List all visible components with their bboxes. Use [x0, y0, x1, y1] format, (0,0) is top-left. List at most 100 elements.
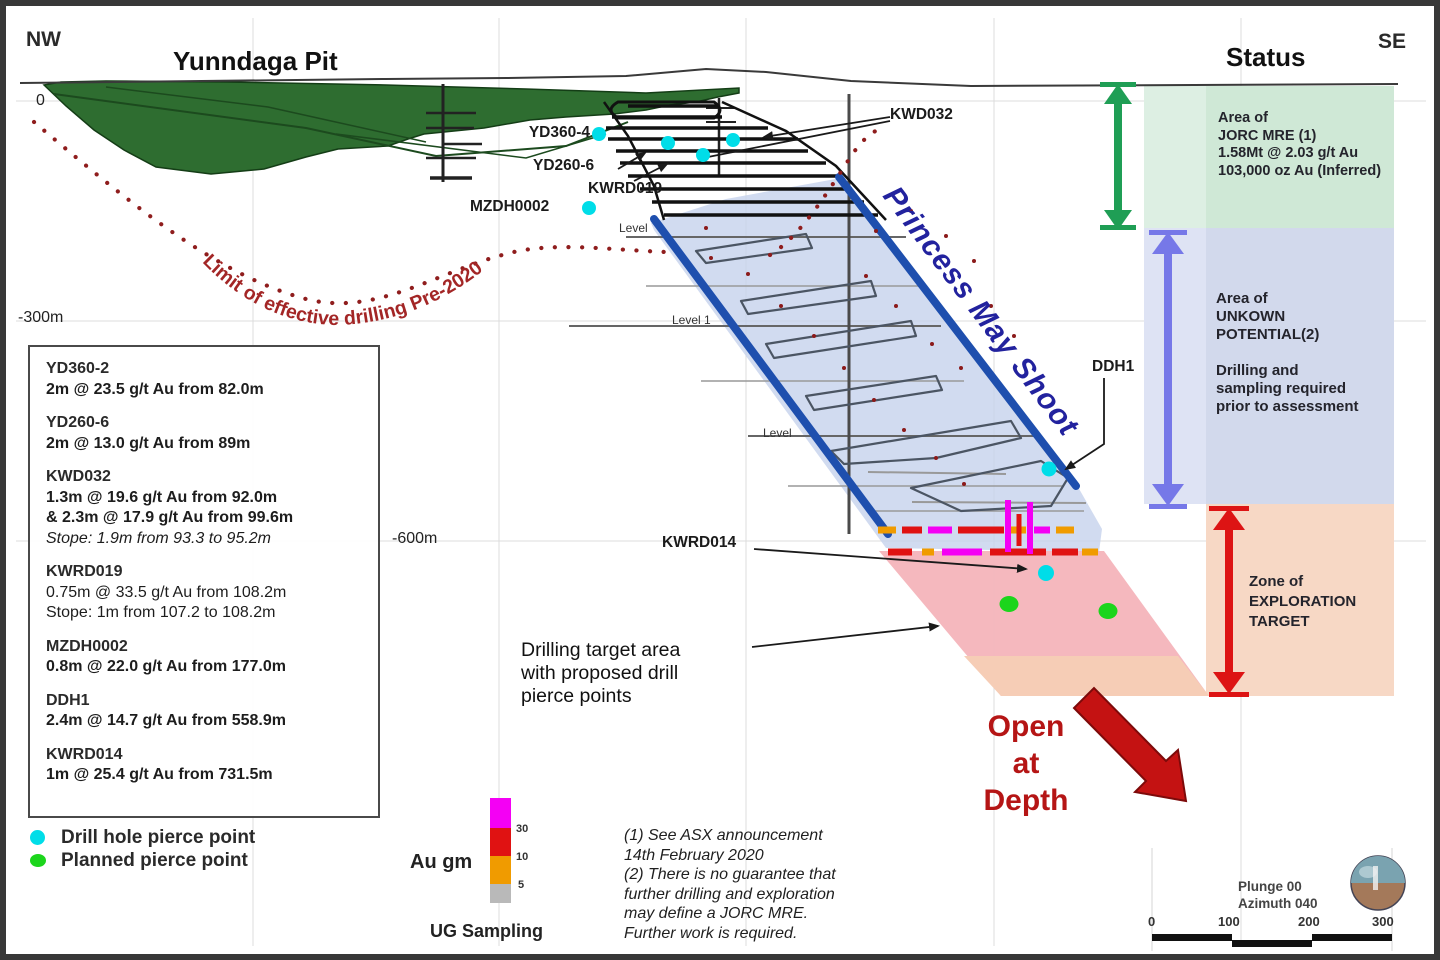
drilling-target-note: Drilling target area with proposed drill… — [521, 639, 680, 708]
plunge-label: Plunge 00 — [1238, 879, 1302, 894]
target-line-3: TARGET — [1249, 613, 1310, 630]
unknown-line-5: sampling required — [1216, 380, 1347, 397]
historic-workings — [602, 100, 887, 221]
result-hole-name: KWD032 — [46, 468, 111, 485]
result-hole-name: DDH1 — [46, 691, 90, 709]
hole-label-yd260-6: YD260-6 — [533, 157, 595, 174]
result-hole-name: KWRD014 — [46, 745, 123, 763]
jorc-line-1: Area of — [1218, 110, 1268, 126]
result-entry: YD260-6 2m @ 13.0 g/t Au from 89m — [46, 413, 368, 454]
footnote-line-3: (2) There is no guarantee that — [624, 866, 836, 883]
level-label-1: Level — [619, 221, 648, 235]
colorbar-label: Au gm — [410, 851, 473, 873]
result-entry: KWRD019 0.75m @ 33.5 g/t Au from 108.2m … — [46, 562, 368, 624]
colorbar-tick-5: 5 — [518, 879, 525, 891]
open-at-depth-arrow — [1072, 686, 1188, 803]
result-entry: DDH1 2.4m @ 14.7 g/t Au from 558.9m — [46, 691, 368, 732]
footnote-line-6: Further work is required. — [624, 924, 798, 942]
planned-pierce-points — [999, 596, 1118, 619]
colorbar-tick-10: 10 — [516, 851, 529, 863]
level-label-2: Level 1 — [672, 313, 711, 327]
limit-of-drilling-curve — [31, 119, 886, 306]
footnote-line-2: 14th February 2020 — [624, 846, 764, 864]
result-entry: KWD032 1.3m @ 19.6 g/t Au from 92.0m & 2… — [46, 467, 368, 549]
drill-results-box: YD360-2 2m @ 23.5 g/t Au from 82.0m YD26… — [28, 345, 380, 818]
princess-may-shoot-band — [651, 178, 1102, 552]
jorc-line-3: 1.58Mt @ 2.03 g/t Au — [1218, 145, 1359, 161]
planned-pierce-legend-icon — [30, 854, 46, 867]
result-line: 1.3m @ 19.6 g/t Au from 92.0m — [46, 488, 278, 506]
open-line-2: at — [1012, 747, 1040, 780]
result-line: 2m @ 23.5 g/t Au from 82.0m — [46, 380, 264, 398]
result-entry: KWRD014 1m @ 25.4 g/t Au from 731.5m — [46, 745, 368, 786]
footnotes: (1) See ASX announcement 14th February 2… — [624, 826, 836, 943]
hole-label-ddh1: DDH1 — [1092, 358, 1135, 375]
azimuth-label: Azimuth 040 — [1238, 896, 1318, 911]
mineralisation-dots — [704, 209, 1016, 486]
assay-intercepts — [878, 500, 1098, 556]
colorbar-orange-segment — [490, 856, 511, 884]
colorbar-red-segment — [490, 828, 511, 856]
open-line-1: Open — [987, 710, 1065, 743]
section-drawing: Princess May Shoot Limit of effective dr… — [16, 18, 1426, 951]
unknown-line-6: prior to assessment — [1216, 398, 1359, 415]
surface-line — [19, 67, 1399, 88]
drill-pierce-legend-icon — [30, 830, 45, 845]
footnote-line-1: (1) See ASX announcement — [624, 827, 823, 844]
leader-lines — [617, 116, 1105, 648]
result-line: 2m @ 13.0 g/t Au from 89m — [46, 434, 251, 452]
compass-se: SE — [1378, 30, 1407, 53]
jorc-zone-text: Area of JORC MRE (1) 1.58Mt @ 2.03 g/t A… — [1218, 110, 1381, 180]
depth-300-label: -300m — [18, 309, 64, 326]
result-line: 0.75m @ 33.5 g/t Au from 108.2m — [46, 583, 287, 601]
colorbar-magenta-segment — [490, 798, 511, 828]
unknown-extent-arrow — [1149, 230, 1187, 509]
compass-nw: NW — [26, 28, 61, 51]
result-line: Stope: 1m from 107.2 to 108.2m — [46, 604, 276, 621]
limit-label: Limit of effective drilling Pre-2020 — [199, 250, 487, 330]
unknown-line-1: Area of — [1216, 290, 1268, 307]
colorbar-tick-30: 30 — [516, 823, 529, 835]
target-extent-arrow — [1209, 506, 1249, 697]
open-at-depth-text: Open at Depth — [956, 708, 1096, 819]
target-note-line-2: with proposed drill — [521, 662, 679, 684]
drilling-target-zone — [879, 551, 1209, 696]
hole-label-mzdh0002: MZDH0002 — [470, 198, 550, 215]
result-hole-name: MZDH0002 — [46, 637, 128, 655]
stope-outlines — [694, 232, 1070, 513]
pit-outline — [42, 80, 740, 175]
result-entry: MZDH0002 0.8m @ 22.0 g/t Au from 177.0m — [46, 637, 368, 678]
target-line-2: EXPLORATION — [1249, 593, 1357, 610]
target-line-1: Zone of — [1249, 573, 1304, 590]
unknown-line-2: UNKOWN — [1216, 308, 1286, 325]
scalebar-tick-0: 0 — [1148, 914, 1156, 929]
unknown-line-4: Drilling and — [1216, 362, 1299, 379]
hole-label-kwrd019: KWRD019 — [588, 180, 663, 197]
footnote-line-4: further drilling and exploration — [624, 885, 835, 903]
depth-600-label: -600m — [392, 530, 438, 547]
drill-pierce-points — [582, 127, 1057, 581]
globe-logo — [1350, 855, 1406, 911]
jorc-line-4: 103,000 oz Au (Inferred) — [1218, 162, 1382, 179]
result-hole-name: YD260-6 — [46, 414, 110, 431]
result-entry: YD360-2 2m @ 23.5 g/t Au from 82.0m — [46, 359, 368, 400]
jorc-extent-arrow — [1100, 82, 1136, 230]
target-note-line-1: Drilling target area — [521, 639, 681, 661]
jorc-line-2: JORC MRE (1) — [1218, 127, 1317, 144]
shoot-boundary-lines — [650, 173, 1080, 538]
hole-label-yd360-4: YD360-4 — [528, 124, 590, 141]
drill-pierce-legend-label: Drill hole pierce point — [61, 827, 256, 848]
scalebar-meta: Plunge 00 Azimuth 040 — [1238, 878, 1318, 912]
level-label-3: Level — [763, 426, 792, 440]
colorbar-gray-segment — [490, 884, 511, 903]
result-line: & 2.3m @ 17.9 g/t Au from 99.6m — [46, 509, 294, 526]
status-title: Status — [1226, 42, 1306, 72]
colorbar-caption: UG Sampling — [430, 921, 544, 941]
result-line: 1m @ 25.4 g/t Au from 731.5m — [46, 766, 273, 783]
result-line: Stope: 1.9m from 93.3 to 95.2m — [46, 529, 272, 547]
unknown-zone-text: Area of UNKOWN POTENTIAL(2) Drilling and… — [1216, 290, 1359, 416]
hole-label-kwd032: KWD032 — [890, 106, 953, 123]
result-hole-name: YD360-2 — [46, 360, 110, 377]
target-zone-text: Zone of EXPLORATION TARGET — [1249, 572, 1356, 632]
target-note-line-3: pierce points — [521, 685, 632, 707]
